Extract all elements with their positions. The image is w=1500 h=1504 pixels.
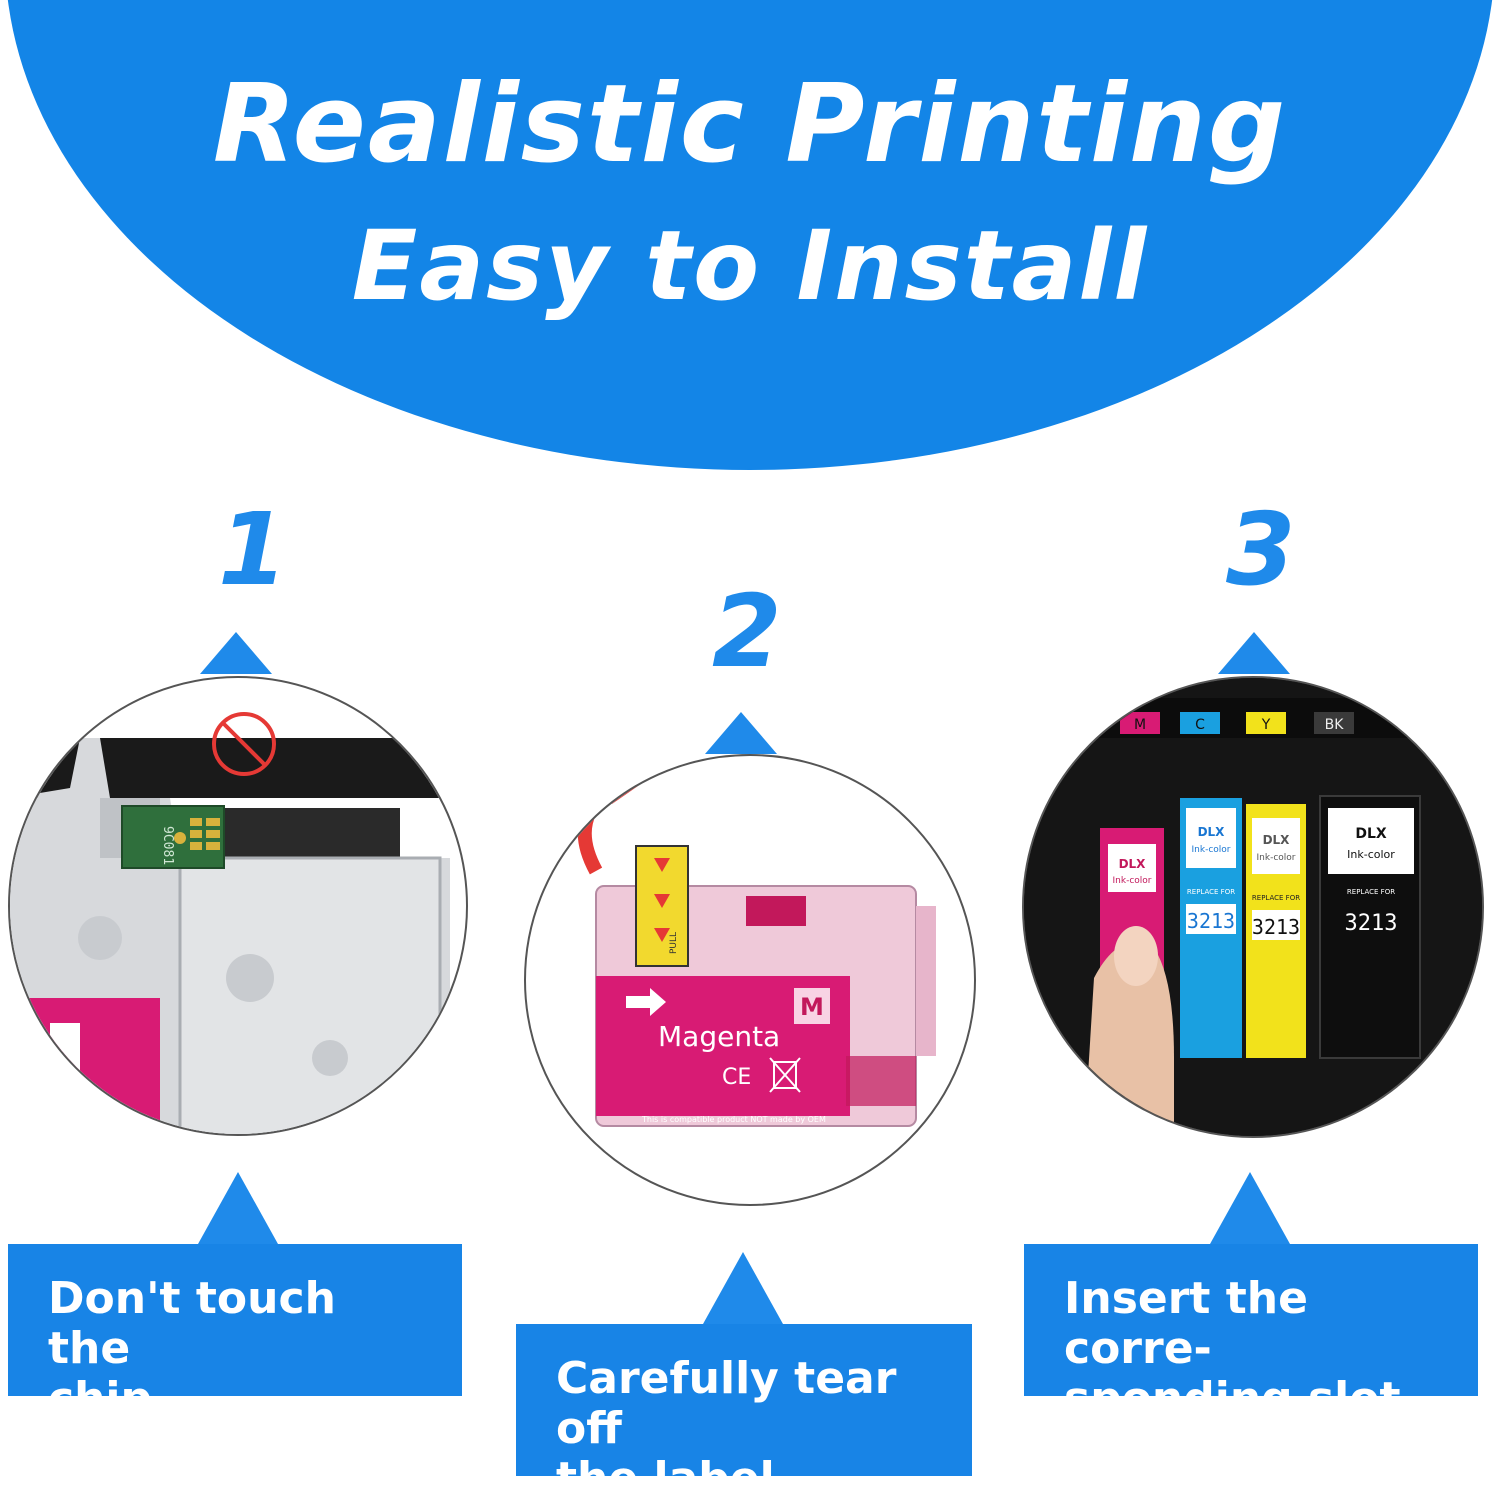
replace-text-c: REPLACE FOR <box>1187 888 1235 896</box>
slot-label-c: C <box>1195 717 1205 733</box>
step-2-pointer-bottom <box>703 1252 783 1324</box>
chip-cartridge-illustration: 9C081 <box>10 712 466 1134</box>
step-2-number: 2 <box>712 573 782 690</box>
step-1-caption: Don't touch the chip <box>8 1244 462 1424</box>
step-3-caption-line1: Insert the corre- <box>1064 1273 1308 1374</box>
model-number-bk: 3213 <box>1345 911 1398 936</box>
chip-code: 9C081 <box>160 826 175 865</box>
step-1-number: 1 <box>218 491 288 608</box>
ce-mark: CE <box>722 1065 751 1090</box>
step-3-caption-line2: sponding slot <box>1064 1373 1401 1424</box>
step-3-photo: M C Y BK DLX Ink-color DLX Ink-color DLX… <box>1022 676 1484 1138</box>
slot-label-bk: BK <box>1325 717 1345 733</box>
step-2-pointer-top <box>705 712 777 754</box>
no-touch-icon <box>212 712 276 776</box>
replace-text-y: REPLACE FOR <box>1252 894 1300 902</box>
recycle-bin-icon <box>769 1057 801 1093</box>
cartridge-letter: M <box>800 993 824 1021</box>
brand-name-c: Ink-color <box>1192 845 1231 855</box>
step-1-caption-line1: Don't touch the <box>48 1273 336 1374</box>
slot-label-m: M <box>1134 717 1146 733</box>
brand-logo-m: DLX <box>1119 857 1147 871</box>
step-3-pointer-bottom <box>1210 1172 1290 1244</box>
slot-label-y: Y <box>1261 717 1271 733</box>
brand-logo-bk: DLX <box>1355 826 1387 842</box>
step-1-caption-line2: chip <box>48 1373 152 1424</box>
step-3-pointer-top <box>1218 632 1290 674</box>
pull-tab-text: PULL <box>669 932 679 954</box>
brand-logo-c: DLX <box>1198 825 1226 839</box>
headline-line1: Realistic Printing <box>212 62 1288 187</box>
cartridge-color-label: Magenta <box>658 1020 780 1053</box>
replace-text-bk: REPLACE FOR <box>1347 888 1395 896</box>
brand-name-m: Ink-color <box>1113 876 1152 886</box>
step-1-pointer-top <box>200 632 272 674</box>
brand-name-bk: Ink-color <box>1347 848 1395 861</box>
model-number-c: 3213 <box>1187 909 1235 933</box>
step-1-pointer-bottom <box>198 1172 278 1244</box>
step-2-caption-line1: Carefully tear off <box>556 1353 897 1454</box>
step-2-caption: Carefully tear off the label <box>516 1324 972 1504</box>
step-3-caption: Insert the corre- sponding slot <box>1024 1244 1478 1424</box>
magenta-cartridge-illustration: PULL M Magenta CE This is compatible pro… <box>577 774 936 1127</box>
step-2-photo: PULL M Magenta CE This is compatible pro… <box>524 754 976 1206</box>
printer-slots-illustration: M C Y BK DLX Ink-color DLX Ink-color DLX… <box>1024 678 1482 1136</box>
step-2-caption-line2: the label <box>556 1453 775 1504</box>
step-3-number: 3 <box>1226 491 1296 608</box>
fine-print: This is compatible product NOT made by O… <box>641 1115 826 1124</box>
brand-name-y: Ink-color <box>1257 853 1296 863</box>
headline-line2: Easy to Install <box>351 210 1149 322</box>
brand-logo-y: DLX <box>1263 833 1291 847</box>
step-1-photo: 9C081 <box>8 676 468 1136</box>
model-number-y: 3213 <box>1252 915 1300 939</box>
